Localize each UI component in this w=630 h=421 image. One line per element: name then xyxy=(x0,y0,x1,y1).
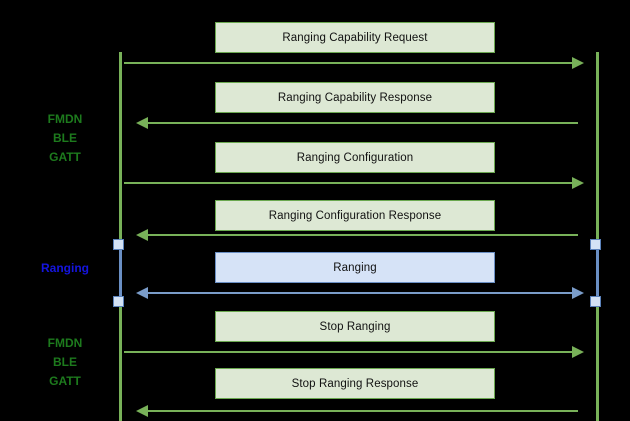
activation-node-left-bottom xyxy=(113,296,124,307)
message-arrow-line-stop-ranging-response xyxy=(148,410,578,412)
lifeline-right xyxy=(596,52,599,421)
message-box-ranging-capability-request: Ranging Capability Request xyxy=(215,22,495,53)
activation-node-right-top xyxy=(590,239,601,250)
phase-label-line: Ranging xyxy=(41,261,89,275)
message-arrow-line-ranging xyxy=(148,292,574,294)
message-arrow-head-right-ranging-configuration xyxy=(572,177,584,189)
phase-label-line: BLE xyxy=(53,355,77,369)
message-label: Ranging Configuration xyxy=(296,151,414,164)
message-box-ranging-capability-response: Ranging Capability Response xyxy=(215,82,495,113)
message-label: Ranging Capability Request xyxy=(282,31,428,44)
message-arrow-line-ranging-configuration-response xyxy=(148,234,578,236)
phase-label-fmdn-ble-gatt-bottom: FMDN BLE GATT xyxy=(20,334,110,391)
activation-bar-right xyxy=(596,244,599,302)
message-label: Stop Ranging Response xyxy=(291,377,419,390)
message-box-ranging: Ranging xyxy=(215,252,495,283)
phase-label-line: FMDN xyxy=(47,112,83,126)
message-label: Ranging Configuration Response xyxy=(268,209,442,222)
message-arrow-head-right-stop-ranging xyxy=(572,346,584,358)
message-arrow-line-stop-ranging xyxy=(124,351,574,353)
message-arrow-head-left-ranging-configuration-response xyxy=(136,229,148,241)
phase-label-ranging: Ranging xyxy=(20,259,110,278)
message-arrow-line-ranging-capability-request xyxy=(124,62,574,64)
message-box-stop-ranging-response: Stop Ranging Response xyxy=(215,368,495,399)
activation-node-left-top xyxy=(113,239,124,250)
lifeline-left xyxy=(119,52,122,421)
message-arrow-head-left-ranging-capability-response xyxy=(136,117,148,129)
message-box-ranging-configuration-response: Ranging Configuration Response xyxy=(215,200,495,231)
phase-label-line: BLE xyxy=(53,131,77,145)
message-arrow-line-ranging-configuration xyxy=(124,182,574,184)
phase-label-line: GATT xyxy=(49,374,81,388)
phase-label-line: FMDN xyxy=(47,336,83,350)
message-arrow-head-right-ranging xyxy=(572,287,584,299)
activation-bar-left xyxy=(119,244,122,302)
phase-label-line: GATT xyxy=(49,150,81,164)
message-box-ranging-configuration: Ranging Configuration xyxy=(215,142,495,173)
activation-node-right-bottom xyxy=(590,296,601,307)
message-label: Ranging Capability Response xyxy=(277,91,433,104)
phase-label-fmdn-ble-gatt-top: FMDN BLE GATT xyxy=(20,110,110,167)
message-arrow-line-ranging-capability-response xyxy=(148,122,578,124)
message-label: Ranging xyxy=(333,261,377,274)
message-arrow-head-right-ranging-capability-request xyxy=(572,57,584,69)
message-label: Stop Ranging xyxy=(319,320,391,333)
message-box-stop-ranging: Stop Ranging xyxy=(215,311,495,342)
message-arrow-head-left-stop-ranging-response xyxy=(136,405,148,417)
message-arrow-head-left-ranging xyxy=(136,287,148,299)
